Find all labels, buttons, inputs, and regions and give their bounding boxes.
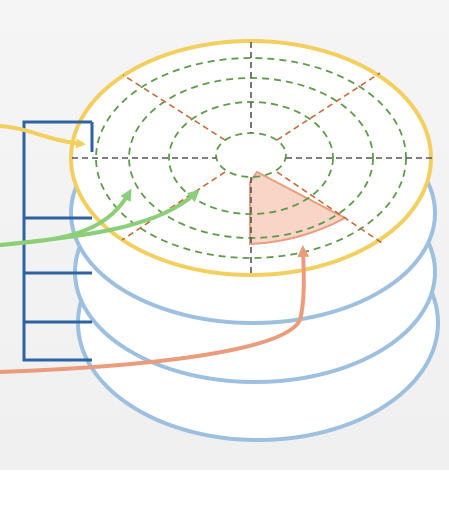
- arrow-green-inner: [0, 189, 200, 247]
- center-axes: [72, 42, 432, 274]
- sector-spokes: [121, 72, 383, 244]
- spoke-lower-right: [276, 171, 383, 244]
- sector-highlight: [249, 170, 348, 246]
- spoke-lower-left: [121, 171, 226, 241]
- arrow-orange: [0, 245, 310, 374]
- spoke-upper-left: [122, 74, 226, 141]
- arrow-yellow: [0, 124, 86, 149]
- arrows: [0, 124, 310, 374]
- spoke-upper-right: [276, 72, 381, 141]
- top-platter-surface: [69, 39, 433, 277]
